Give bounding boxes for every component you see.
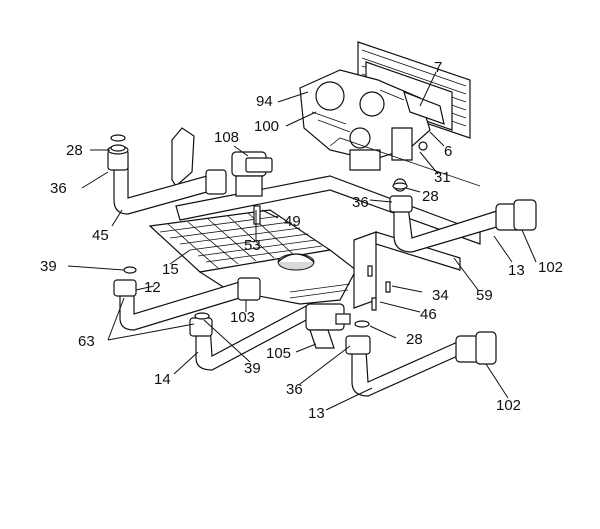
callout-45: 45 [92,227,109,244]
callout-7: 7 [434,59,442,76]
callout-102: 102 [496,397,521,414]
pipe-45 [107,134,273,215]
callout-13: 13 [508,262,525,279]
callout-12: 12 [144,279,161,296]
callout-39: 39 [244,360,261,377]
callout-53: 53 [244,237,261,254]
callout-31: 31 [434,169,451,186]
callout-36: 36 [50,180,67,197]
callout-28: 28 [406,331,423,348]
hydraulic-block [299,69,445,192]
callout-15: 15 [162,261,179,278]
callout-labels: 7 94 108 100 6 28 31 36 28 36 45 49 53 3… [40,59,563,422]
callout-28: 28 [422,188,439,205]
pipe-12 [113,277,261,331]
callout-39: 39 [40,258,57,275]
callout-63: 63 [78,333,95,350]
callout-102: 102 [538,259,563,276]
callout-28: 28 [66,142,83,159]
callout-94: 94 [256,93,273,110]
callout-103: 103 [230,309,255,326]
pipe-14 [189,303,351,371]
callout-108: 108 [214,129,239,146]
callout-13: 13 [308,405,325,422]
washers [110,144,408,328]
leader-lines [67,71,537,411]
callout-6: 6 [444,143,452,160]
callout-34: 34 [432,287,449,304]
callout-14: 14 [154,371,171,388]
callout-105: 105 [266,345,291,362]
callout-49: 49 [284,213,301,230]
callout-46: 46 [420,306,437,323]
callout-36: 36 [286,381,303,398]
pipe-13-lower [345,331,497,397]
callout-59: 59 [476,287,493,304]
pipe-13-upper [389,195,537,253]
callout-36: 36 [352,194,369,211]
callout-100: 100 [254,118,279,135]
